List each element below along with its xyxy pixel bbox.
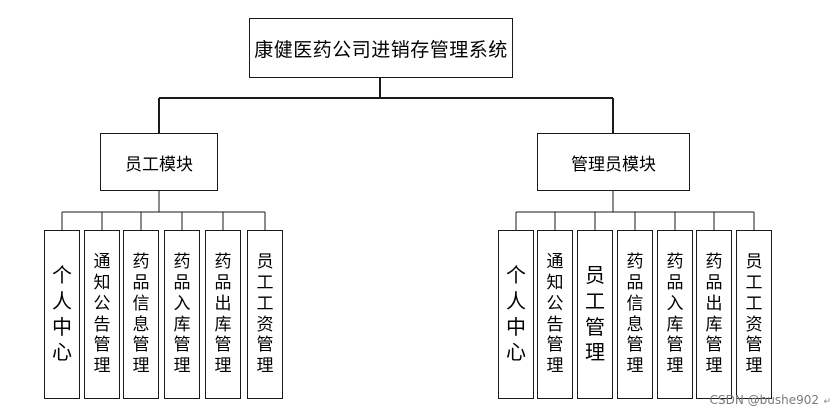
root-node-label: 康健医药公司进销存管理系统: [254, 38, 508, 61]
root-node: 康健医药公司进销存管理系统: [249, 18, 513, 78]
module-node-label: 管理员模块: [571, 154, 656, 175]
leaf-node: 药品入库管理: [164, 230, 200, 399]
leaf-node-label: 药品入库管理: [666, 251, 684, 377]
leaf-node-label: 通知公告管理: [546, 251, 564, 377]
corner-mark: ↵: [823, 397, 831, 407]
leaf-node: 个人中心: [498, 230, 534, 399]
leaf-node-label: 个人中心: [506, 263, 526, 365]
leaf-node: 药品信息管理: [617, 230, 653, 399]
leaf-node: 通知公告管理: [84, 230, 120, 399]
leaf-node-label: 药品出库管理: [214, 251, 232, 377]
module-node-staff: 员工模块: [100, 133, 218, 191]
leaf-node: 药品入库管理: [657, 230, 693, 399]
leaf-node: 药品信息管理: [123, 230, 159, 399]
leaf-node: 药品出库管理: [696, 230, 732, 399]
leaf-node-label: 员工工资管理: [256, 251, 274, 377]
module-node-admin: 管理员模块: [537, 133, 690, 191]
leaf-node: 个人中心: [44, 230, 80, 399]
leaf-node-label: 药品出库管理: [705, 251, 723, 377]
leaf-node-label: 药品信息管理: [132, 251, 150, 377]
leaf-node-label: 员工管理: [585, 263, 605, 365]
leaf-node: 通知公告管理: [537, 230, 573, 399]
leaf-node-label: 通知公告管理: [93, 251, 111, 377]
leaf-node: 药品出库管理: [205, 230, 241, 399]
leaf-node-label: 员工工资管理: [745, 251, 763, 377]
leaf-node-label: 药品入库管理: [173, 251, 191, 377]
watermark-text: CSDN @bushe902: [709, 393, 819, 407]
leaf-node: 员工工资管理: [247, 230, 283, 399]
leaf-node-label: 个人中心: [52, 263, 72, 365]
leaf-node: 员工管理: [577, 230, 613, 399]
leaf-node: 员工工资管理: [736, 230, 772, 399]
module-node-label: 员工模块: [125, 154, 193, 175]
leaf-node-label: 药品信息管理: [626, 251, 644, 377]
